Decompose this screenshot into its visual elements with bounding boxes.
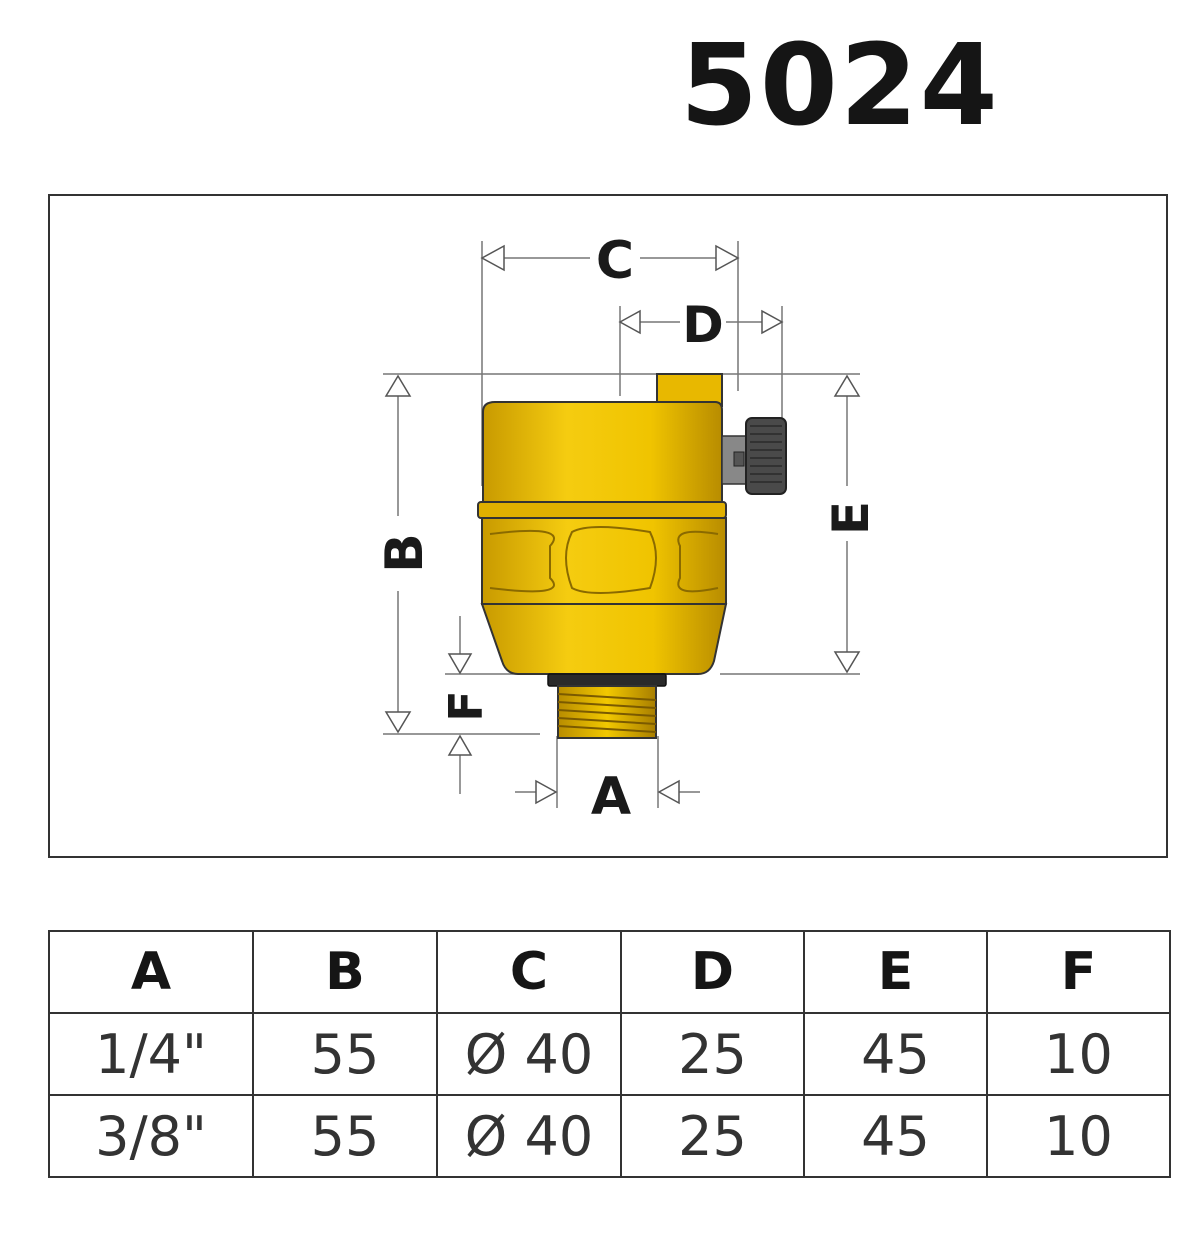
model-code-title: 5024 [680,21,1000,151]
knob-icon [745,417,787,495]
air-vent-valve [477,373,787,739]
table-cell: 25 [620,1012,805,1096]
table-row: 1/4" 55 Ø 40 25 45 10 [48,1012,1171,1096]
dimension-label-e: E [822,501,880,535]
dimension-label-a: A [591,767,631,827]
table-cell: 55 [252,1094,438,1178]
table-cell: 55 [252,1012,438,1096]
table-header-row: A B C D E F [48,930,1171,1014]
dimension-arrowheads [384,244,861,805]
column-header-e: E [803,930,988,1014]
column-header-c: C [436,930,622,1014]
table-cell: Ø 40 [436,1012,622,1096]
dimension-label-b: B [375,533,435,573]
table-cell: 3/8" [48,1094,254,1178]
dimension-label-f: F [439,690,493,721]
dimensions-table: A B C D E F 1/4" 55 Ø 40 25 45 10 3/8" 5… [48,930,1171,1178]
table-cell: 45 [803,1012,988,1096]
table-row: 3/8" 55 Ø 40 25 45 10 [48,1094,1171,1178]
table-cell: Ø 40 [436,1094,622,1178]
air-vent-dimension-drawing: C D B E F A [375,231,880,827]
table-cell: 45 [803,1094,988,1178]
dimension-lines [383,241,860,808]
table-cell: 10 [986,1012,1171,1096]
technical-drawing-frame: C D B E F A [48,194,1168,858]
column-header-b: B [252,930,438,1014]
column-header-d: D [620,930,805,1014]
dimension-label-c: C [596,231,634,291]
table-cell: 25 [620,1094,805,1178]
dimension-label-d: D [682,296,724,354]
table-cell: 1/4" [48,1012,254,1096]
column-header-f: F [986,930,1171,1014]
column-header-a: A [48,930,254,1014]
table-cell: 10 [986,1094,1171,1178]
